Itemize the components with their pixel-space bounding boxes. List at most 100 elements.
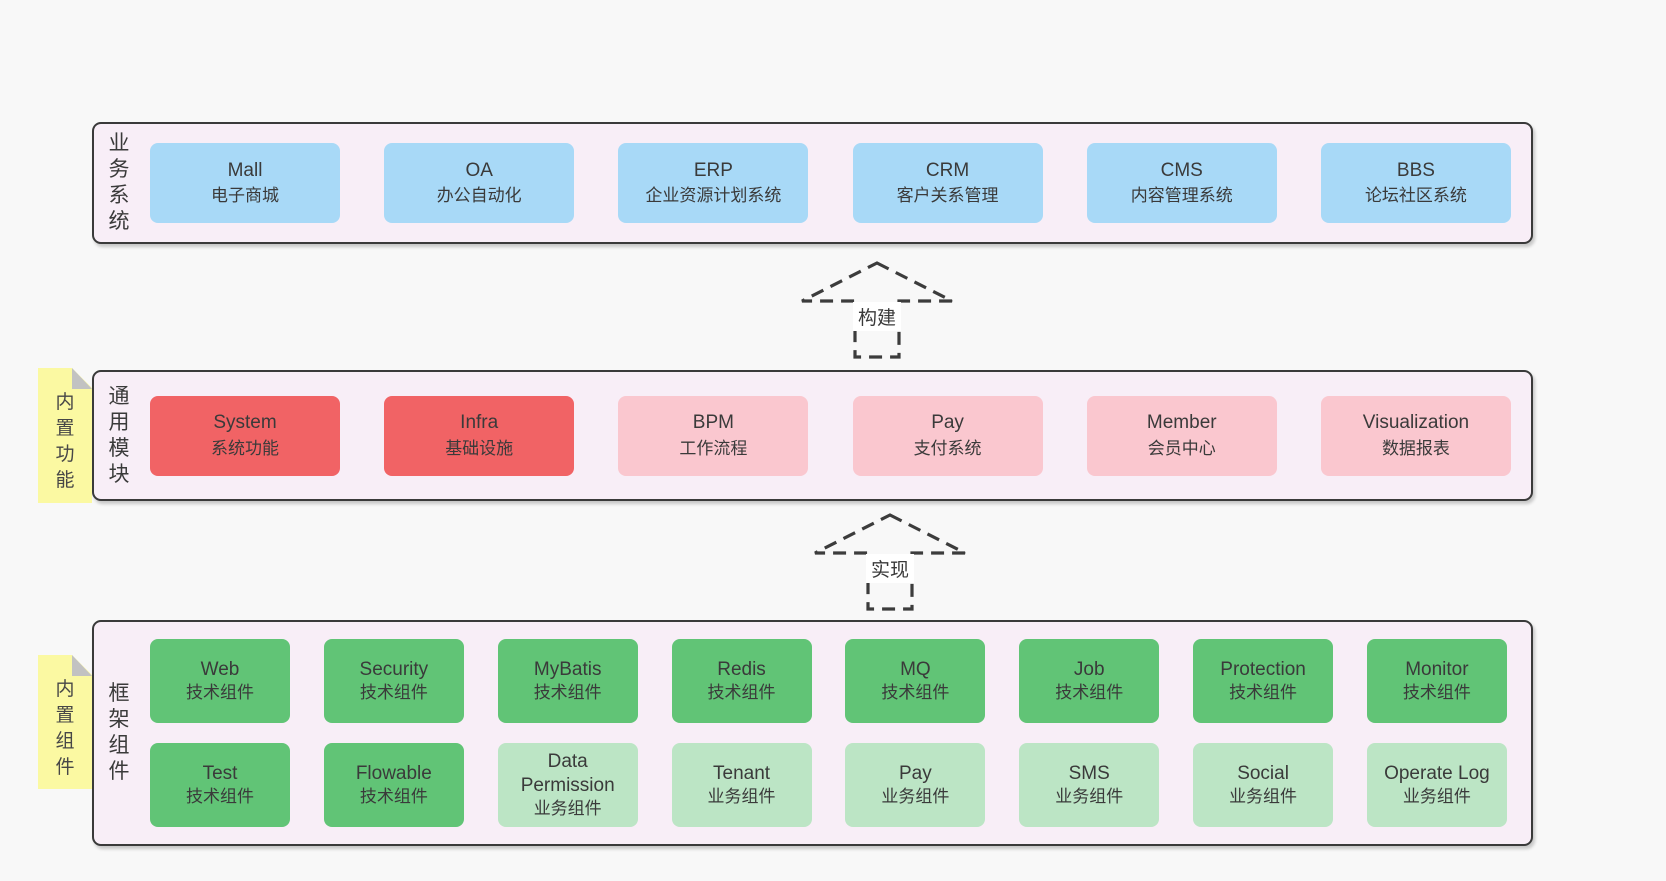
box-title: OA	[465, 159, 493, 181]
box-subtitle: 业务组件	[1229, 787, 1298, 807]
box-subtitle: 业务组件	[1055, 787, 1124, 807]
up-arrow-icon	[801, 261, 953, 359]
box-title: Visualization	[1362, 412, 1470, 434]
section-framework-components: 框架组件 Web 技术组件 Security 技术组件 MyBatis 技术组件…	[92, 620, 1533, 846]
box-subtitle: 电子商城	[211, 186, 279, 206]
modules-boxes-row: System 系统功能 Infra 基础设施 BPM 工作流程 Pay 支付系统…	[150, 395, 1511, 476]
box-title: Member	[1146, 412, 1217, 434]
box-sms: SMS 业务组件	[1019, 743, 1160, 827]
box-mq: MQ 技术组件	[845, 639, 986, 723]
box-monitor: Monitor 技术组件	[1366, 639, 1507, 723]
box-subtitle: 系统功能	[211, 438, 279, 458]
up-arrow-icon	[814, 513, 966, 611]
box-title: MyBatis	[533, 658, 602, 680]
box-infra: Infra 基础设施	[384, 395, 575, 476]
build-arrow: 构建	[792, 260, 962, 360]
box-mybatis: MyBatis 技术组件	[497, 639, 638, 723]
section-label-framework-components: 框架组件	[108, 681, 130, 784]
box-subtitle: 技术组件	[186, 683, 254, 703]
components-row-2: Test 技术组件 Flowable 技术组件 Data Permission …	[150, 743, 1507, 827]
box-subtitle: 客户关系管理	[896, 186, 999, 206]
box-title: Pay	[899, 762, 932, 784]
box-title: Monitor	[1405, 658, 1469, 680]
box-subtitle: 技术组件	[359, 787, 428, 807]
box-title: ERP	[693, 159, 733, 181]
section-label-business-systems: 业务系统	[108, 131, 130, 234]
section-label-common-modules: 通用模块	[108, 384, 130, 486]
box-subtitle: 技术组件	[881, 683, 950, 703]
implement-arrow-label: 实现	[865, 554, 915, 583]
sticky-note-builtin-components: 内置组件	[38, 655, 92, 789]
box-title: Security	[359, 658, 429, 680]
box-title: CMS	[1160, 159, 1203, 181]
box-title: Social	[1237, 762, 1289, 784]
sticky-note-builtin-features: 内置功能	[38, 368, 92, 503]
box-cms: CMS 内容管理系统	[1086, 143, 1277, 223]
box-subtitle: 办公自动化	[436, 186, 522, 206]
box-subtitle: 业务组件	[1402, 787, 1471, 807]
box-title: Data Permission	[520, 750, 615, 797]
box-system: System 系统功能	[150, 395, 340, 476]
sticky-note-label: 内置组件	[55, 679, 75, 778]
components-row-1: Web 技术组件 Security 技术组件 MyBatis 技术组件 Redi…	[150, 639, 1507, 723]
box-subtitle: 工作流程	[679, 438, 748, 458]
box-pay-business: Pay 业务组件	[845, 743, 986, 827]
box-data-permission: Data Permission 业务组件	[497, 743, 638, 827]
box-title: Test	[202, 762, 238, 784]
box-subtitle: 技术组件	[707, 683, 776, 703]
build-arrow-label: 构建	[852, 302, 902, 331]
box-oa: OA 办公自动化	[384, 143, 575, 223]
box-title: Job	[1073, 658, 1105, 680]
box-job: Job 技术组件	[1019, 639, 1160, 723]
box-subtitle: 技术组件	[186, 787, 254, 807]
box-title: Tenant	[713, 762, 771, 784]
box-title: BBS	[1396, 159, 1435, 181]
box-title: Protection	[1220, 658, 1306, 680]
box-subtitle: 业务组件	[707, 787, 776, 807]
box-title: Pay	[931, 412, 964, 434]
box-subtitle: 技术组件	[1229, 683, 1298, 703]
business-boxes-row: Mall 电子商城 OA 办公自动化 ERP 企业资源计划系统 CRM 客户关系…	[150, 143, 1511, 223]
box-title: Redis	[717, 658, 766, 680]
box-subtitle: 业务组件	[881, 787, 950, 807]
box-title: SMS	[1068, 762, 1110, 784]
box-flowable: Flowable 技术组件	[323, 743, 464, 827]
box-erp: ERP 企业资源计划系统	[618, 143, 809, 223]
box-test: Test 技术组件	[150, 743, 290, 827]
box-redis: Redis 技术组件	[671, 639, 812, 723]
box-subtitle: 支付系统	[913, 438, 982, 458]
box-title: Operate Log	[1384, 762, 1490, 784]
box-subtitle: 基础设施	[445, 438, 514, 458]
box-title: System	[213, 412, 277, 434]
box-security: Security 技术组件	[323, 639, 464, 723]
box-title: CRM	[925, 159, 970, 181]
box-subtitle: 技术组件	[533, 683, 602, 703]
box-title: Web	[200, 658, 240, 680]
box-subtitle: 技术组件	[1055, 683, 1124, 703]
box-member: Member 会员中心	[1086, 395, 1277, 476]
box-bbs: BBS 论坛社区系统	[1320, 143, 1511, 223]
implement-arrow: 实现	[805, 512, 975, 612]
box-title: Mall	[227, 159, 263, 181]
box-subtitle: 企业资源计划系统	[645, 186, 782, 206]
sticky-note-paper	[38, 368, 92, 503]
box-protection: Protection 技术组件	[1193, 639, 1334, 723]
section-business-systems: 业务系统 Mall 电子商城 OA 办公自动化 ERP 企业资源计划系统 CRM…	[92, 122, 1533, 244]
box-subtitle: 会员中心	[1147, 438, 1216, 458]
box-subtitle: 技术组件	[1402, 683, 1471, 703]
box-title: Flowable	[355, 762, 432, 784]
sticky-note-paper	[38, 655, 92, 789]
section-common-modules: 通用模块 System 系统功能 Infra 基础设施 BPM 工作流程 Pay…	[92, 370, 1533, 501]
box-title: BPM	[692, 412, 734, 434]
box-social: Social 业务组件	[1193, 743, 1334, 827]
box-subtitle: 论坛社区系统	[1364, 186, 1467, 206]
box-visualization: Visualization 数据报表	[1320, 395, 1511, 476]
box-tenant: Tenant 业务组件	[671, 743, 812, 827]
box-operate-log: Operate Log 业务组件	[1366, 743, 1507, 827]
box-subtitle: 技术组件	[359, 683, 428, 703]
box-title: Infra	[460, 412, 499, 434]
box-crm: CRM 客户关系管理	[852, 143, 1043, 223]
box-subtitle: 业务组件	[533, 799, 602, 819]
box-web: Web 技术组件	[150, 639, 290, 723]
